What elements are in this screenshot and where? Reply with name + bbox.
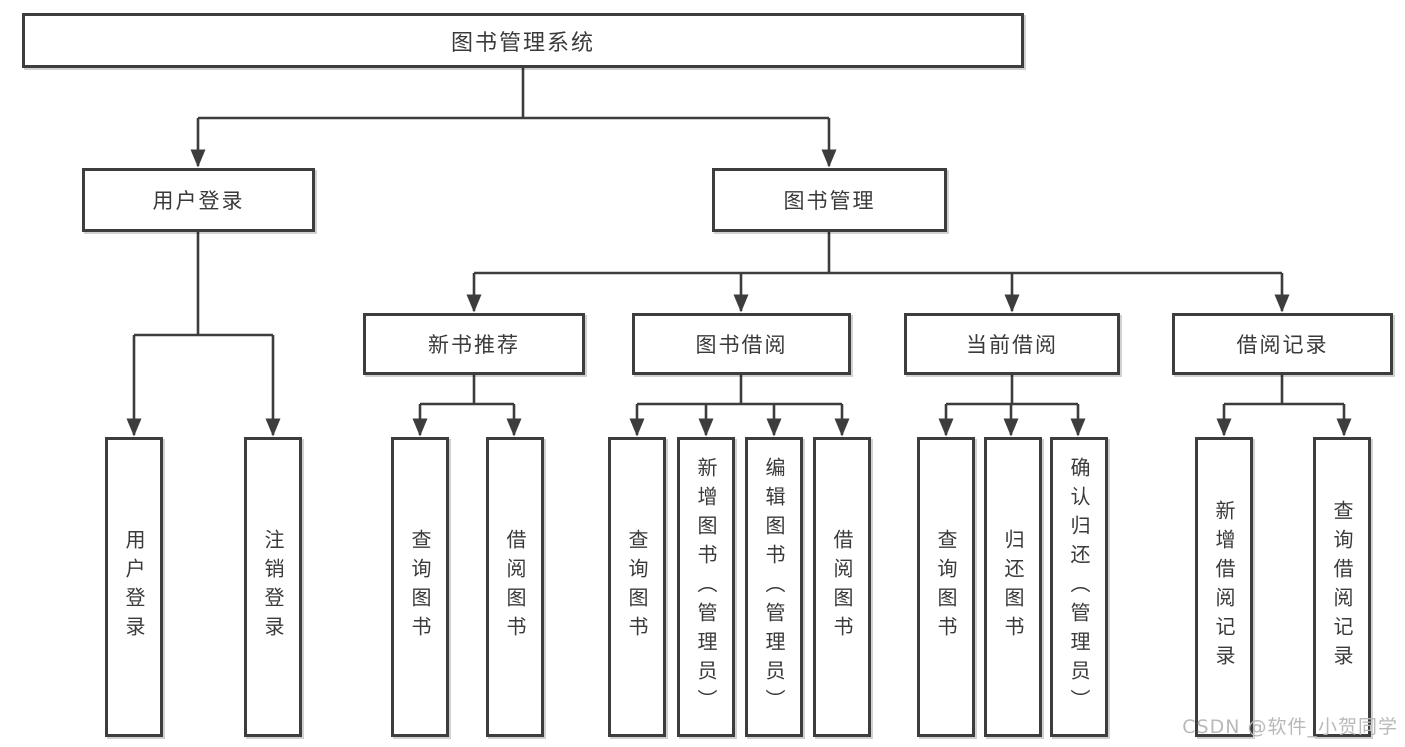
node-user-login: 用户登录 [82, 168, 315, 232]
node-borrow-records: 借阅记录 [1172, 313, 1393, 375]
leaf-user-login: 用户登录 [105, 437, 163, 737]
leaf-add-books-admin: 新增图书（管理员） [677, 437, 735, 737]
node-book-management: 图书管理 [712, 168, 947, 232]
leaf-query-books-current: 查询图书 [917, 437, 975, 737]
leaf-edit-books-admin: 编辑图书（管理员） [745, 437, 803, 737]
leaf-query-books-recommend: 查询图书 [391, 437, 449, 737]
node-book-borrow: 图书借阅 [632, 313, 851, 375]
leaf-return-books: 归还图书 [984, 437, 1042, 737]
leaf-borrow-books-recommend: 借阅图书 [486, 437, 544, 737]
csdn-watermark: CSDN @软件_小贺同学 [1182, 716, 1398, 738]
leaf-borrow-books: 借阅图书 [813, 437, 871, 737]
leaf-logout: 注销登录 [244, 437, 302, 737]
leaf-confirm-return-admin: 确认归还（管理员） [1050, 437, 1108, 737]
leaf-add-borrow-record: 新增借阅记录 [1195, 437, 1253, 737]
node-new-book-recommend: 新书推荐 [363, 313, 585, 375]
node-current-borrow: 当前借阅 [904, 313, 1120, 375]
leaf-query-borrow-record: 查询借阅记录 [1313, 437, 1371, 737]
node-library-management-system: 图书管理系统 [22, 13, 1024, 68]
leaf-query-books-borrow: 查询图书 [608, 437, 666, 737]
